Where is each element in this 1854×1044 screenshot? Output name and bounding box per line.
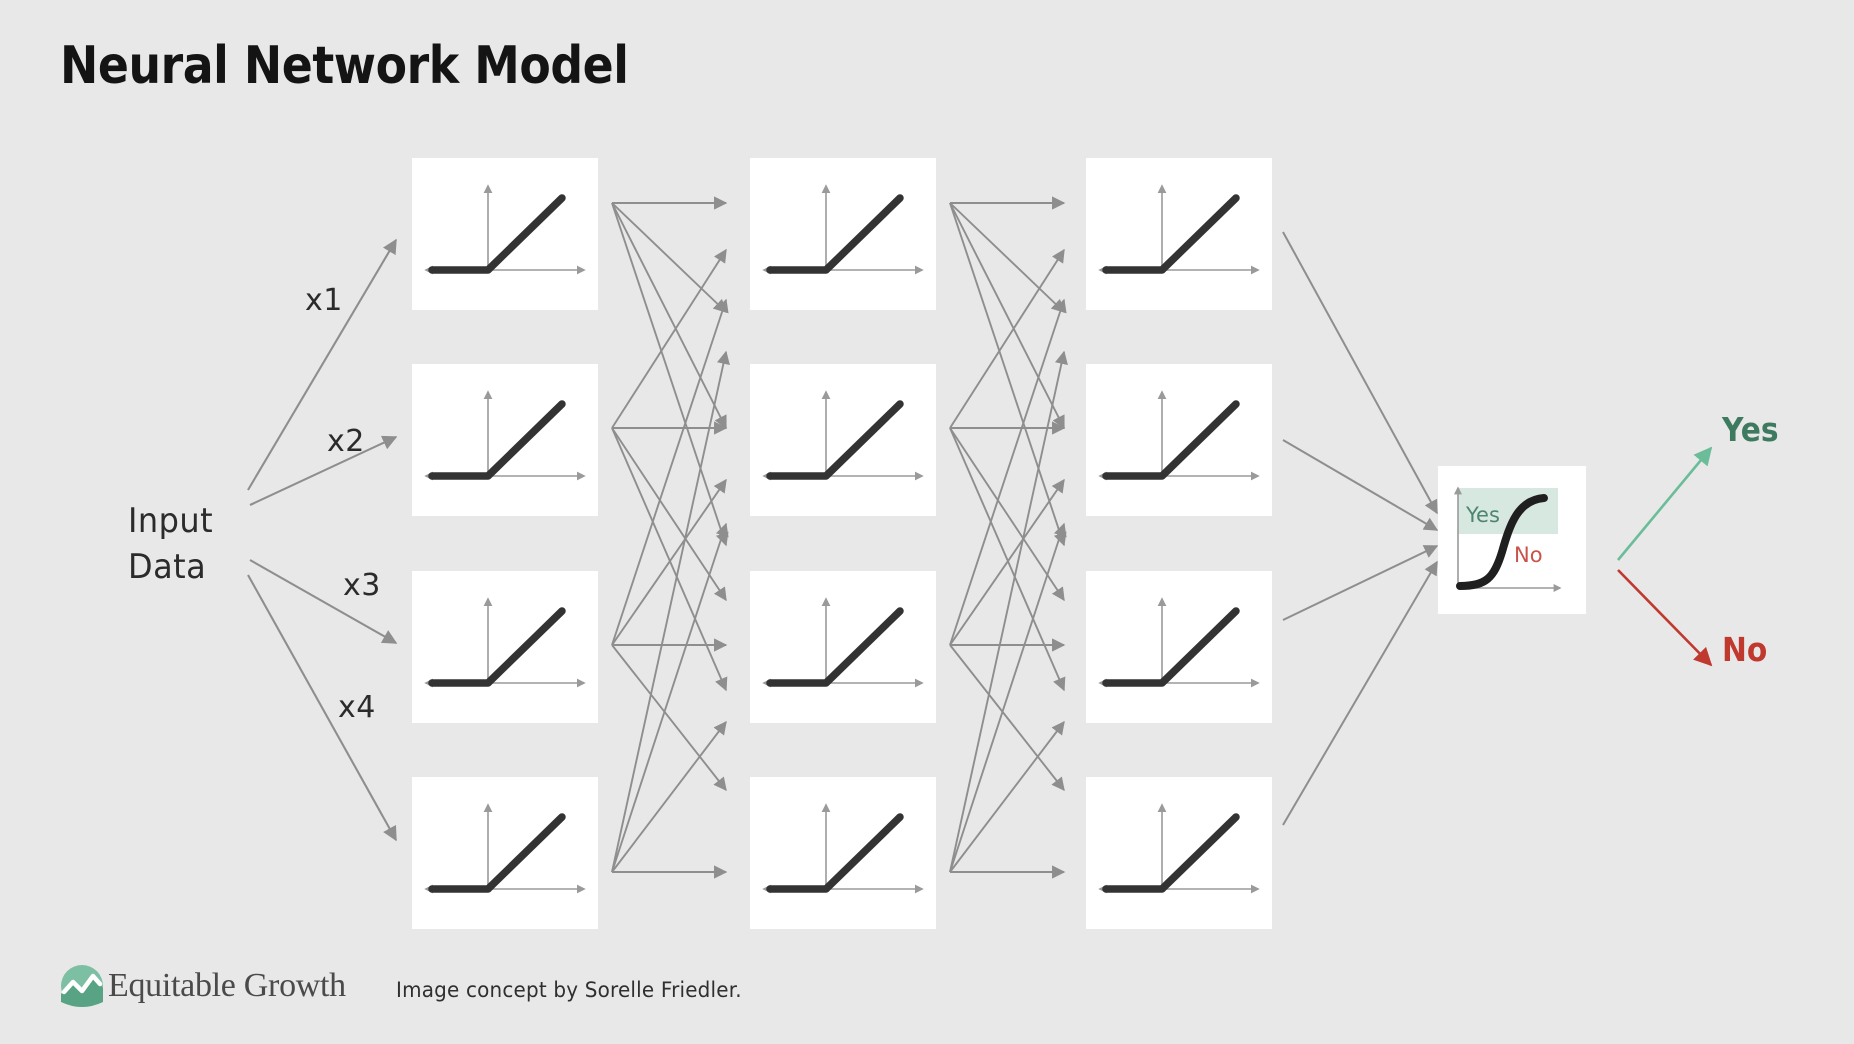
relu-node-l3-n2[interactable] [1086, 364, 1272, 516]
weight-label-x1: x1 [305, 283, 343, 318]
relu-node-l3-n3[interactable] [1086, 571, 1272, 723]
relu-node-l2-n2[interactable] [750, 364, 936, 516]
relu-node-l3-n4[interactable] [1086, 777, 1272, 929]
image-credit: Image concept by Sorelle Friedler. [396, 978, 742, 1002]
page-title: Neural Network Model [60, 36, 629, 96]
relu-node-l1-n1[interactable] [412, 158, 598, 310]
sigmoid-output-node[interactable]: Yes No [1438, 466, 1586, 614]
relu-node-l1-n2[interactable] [412, 364, 598, 516]
equitable-growth-logo: Equitable Growth [60, 964, 346, 1008]
relu-node-l2-n3[interactable] [750, 571, 936, 723]
equitable-growth-logo-icon [61, 965, 103, 1007]
equitable-growth-logo-text: Equitable Growth [108, 967, 346, 1004]
weight-label-x3: x3 [343, 568, 381, 603]
sigmoid-no-label: No [1514, 543, 1543, 567]
weight-label-x4: x4 [338, 690, 376, 725]
relu-node-l2-n4[interactable] [750, 777, 936, 929]
sigmoid-yes-label: Yes [1465, 503, 1500, 527]
input-data-label-line2: Data [128, 547, 207, 587]
sigmoid-curve [1456, 494, 1548, 590]
input-data-label-line1: Input [128, 501, 214, 541]
weight-label-x2: x2 [327, 424, 365, 459]
relu-node-l1-n3[interactable] [412, 571, 598, 723]
output-label-no: No [1722, 630, 1768, 669]
relu-node-l3-n1[interactable] [1086, 158, 1272, 310]
input-data-label: Input Data [128, 498, 213, 590]
relu-node-l1-n4[interactable] [412, 777, 598, 929]
relu-node-l2-n1[interactable] [750, 158, 936, 310]
output-label-yes: Yes [1722, 410, 1779, 449]
